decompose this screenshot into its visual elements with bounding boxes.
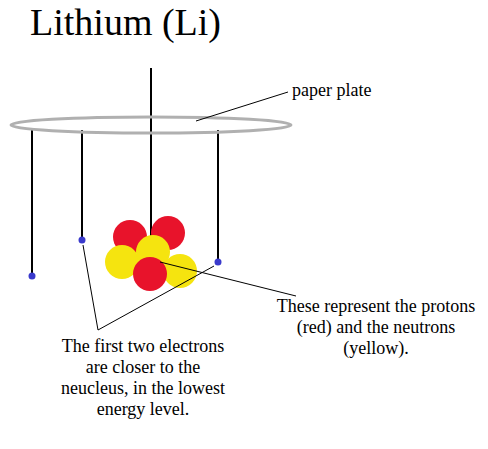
leader-line [83, 245, 98, 330]
callout-label: The first two electrons are closer to th… [50, 336, 236, 420]
leader-line [98, 266, 214, 330]
electron [215, 259, 222, 266]
callout-label: paper plate [292, 80, 432, 101]
electron [79, 237, 86, 244]
callout-label: These represent the protons (red) and th… [268, 296, 484, 359]
title: Lithium (Li) [30, 0, 290, 45]
hanging-string [150, 68, 152, 240]
hanging-string [217, 130, 219, 261]
neutron [163, 254, 197, 288]
paper-plate [11, 117, 291, 133]
leader-line [160, 262, 296, 296]
electron [29, 273, 36, 280]
hanging-string [81, 130, 83, 239]
leader-line [196, 92, 288, 121]
hanging-string [31, 128, 33, 275]
